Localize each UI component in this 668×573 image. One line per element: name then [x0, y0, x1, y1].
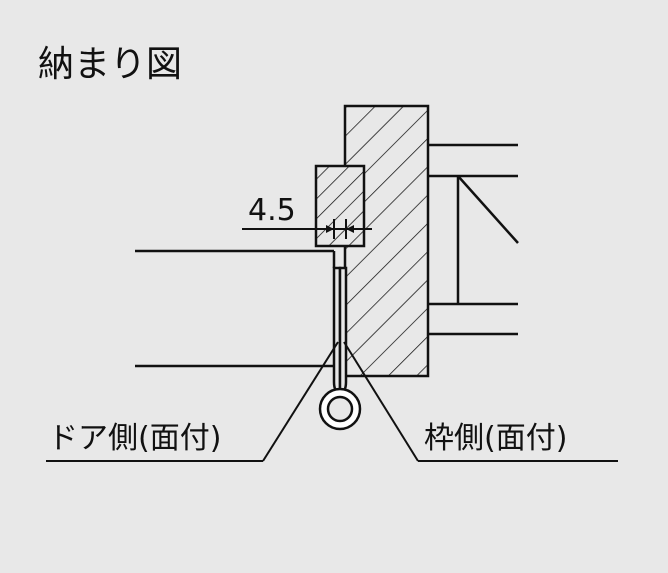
- hinge-knuckle: [318, 387, 362, 431]
- door-lines: [135, 249, 340, 368]
- frame-side-label: 枠側(面付): [424, 421, 567, 456]
- diagram-title: 納まり図: [38, 44, 182, 85]
- hinge: [332, 266, 348, 396]
- leader-lines: [46, 341, 618, 462]
- wall-lines: [428, 143, 519, 336]
- door-edge-block: [314, 164, 366, 248]
- dimension-label: 4.5: [248, 193, 296, 228]
- dimension-line: [242, 219, 372, 239]
- door-side-label: ドア側(面付): [48, 421, 221, 456]
